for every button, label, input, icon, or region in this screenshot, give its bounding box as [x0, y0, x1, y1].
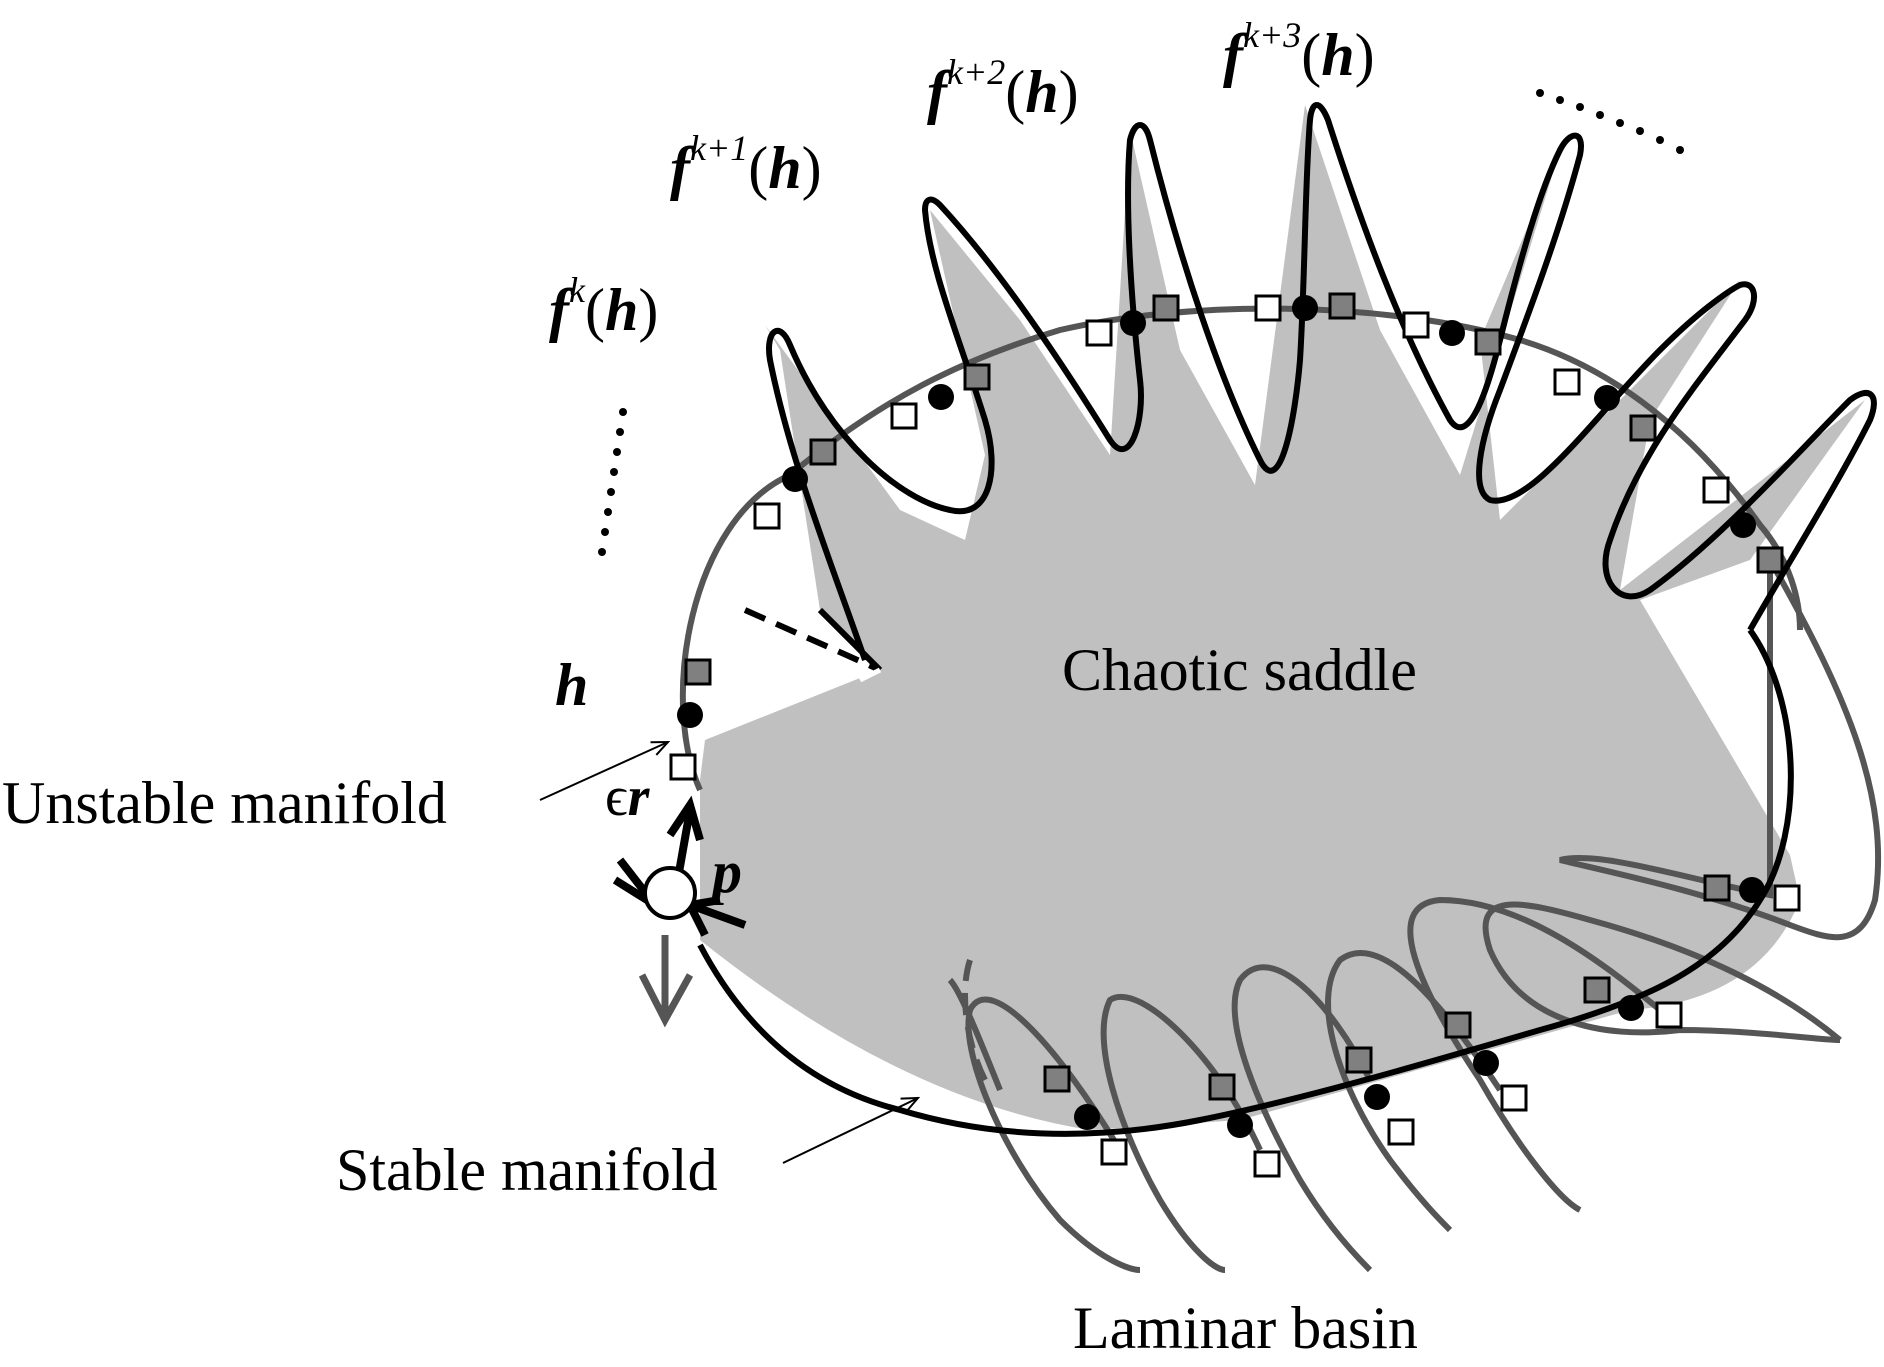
- fk1-sup: k+1: [690, 128, 748, 168]
- epsilon-symbol: ϵ: [605, 766, 628, 828]
- saddle-finger-tip-white: [858, 667, 882, 683]
- stable-manifold-dashed-end: [743, 607, 882, 673]
- white-squares: [669, 294, 1801, 1178]
- chaotic-saddle-label: Chaotic saddle: [1062, 637, 1417, 703]
- stable-manifold-pointer: [782, 1098, 918, 1164]
- chaotic-saddle-region: [700, 105, 1865, 1130]
- fk1-rparen: ): [802, 135, 822, 201]
- fk3-sup: k+3: [1243, 15, 1301, 55]
- fk-sup: k: [569, 270, 586, 310]
- stable-manifold-main: [697, 628, 1794, 1137]
- fk1-lparen: (: [748, 135, 768, 201]
- unstable-manifold-pointer: [539, 742, 668, 801]
- gray-squares: [684, 292, 1784, 1101]
- fk3-h: h: [1321, 22, 1354, 88]
- unstable-manifold-lower-lobe-2: [1407, 896, 1662, 1213]
- ellipsis-dots-top: [1536, 89, 1684, 154]
- intersection-points: [677, 295, 1765, 1138]
- unstable-manifold-lower-lobe-4: [1231, 964, 1373, 1273]
- fk-h: h: [605, 277, 638, 343]
- ellipsis-dots-left: [598, 408, 627, 556]
- fk2-h-label: fk+2(h): [927, 52, 1079, 125]
- unstable-manifold-upper-arc: [679, 305, 1803, 792]
- stable-manifold-fingers: [766, 102, 1877, 673]
- fk-lparen: (: [585, 277, 605, 343]
- p-label: p: [707, 839, 742, 905]
- fk1-h: h: [768, 135, 801, 201]
- fixed-point-p: [643, 866, 697, 920]
- fk3-rparen: ): [1355, 22, 1375, 88]
- r-symbol: r: [628, 766, 651, 828]
- stable-manifold-label: Stable manifold: [336, 1137, 718, 1203]
- unstable-manifold-lower-lobe-7: [947, 977, 1003, 1092]
- unstable-manifold-lower-lobe-6: [965, 996, 1141, 1273]
- fk-h-label: fk(h): [549, 270, 658, 343]
- fk2-rparen: ): [1059, 59, 1079, 125]
- laminar-basin-label: Laminar basin: [1073, 1295, 1418, 1361]
- point-h: [677, 702, 703, 728]
- fk3-h-label: fk+3(h): [1223, 15, 1375, 88]
- unstable-manifold-lower-lobe-5: [1100, 994, 1263, 1273]
- fk-rparen: ): [638, 277, 658, 343]
- fk2-lparen: (: [1005, 59, 1025, 125]
- unstable-manifold-dashed-tail: [962, 959, 988, 1082]
- h-label: h: [555, 652, 588, 718]
- fk1-h-label: fk+1(h): [670, 128, 822, 201]
- unstable-manifold-right-lobe: [1559, 548, 1882, 941]
- fk2-h: h: [1025, 59, 1058, 125]
- fk2-sup: k+2: [947, 52, 1005, 92]
- epsilon-r-label: ϵr: [605, 766, 651, 828]
- fk3-lparen: (: [1301, 22, 1321, 88]
- unstable-manifold-label: Unstable manifold: [2, 770, 447, 836]
